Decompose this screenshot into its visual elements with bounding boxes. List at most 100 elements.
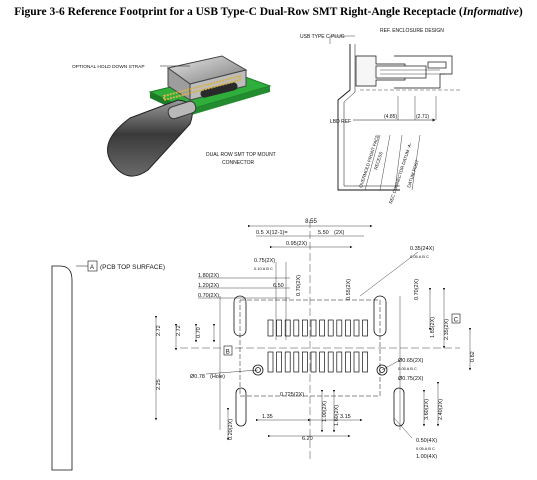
signal-pad [310,319,317,337]
dim-625: 2.25 [156,379,162,390]
dim-185: 1.85(2X) [430,317,436,338]
datum-c-box [451,313,461,324]
signal-pad [345,319,351,337]
dim-645: Ø0.65(2X) [398,358,424,364]
signal-pad [327,351,334,373]
dimension-lines [154,224,472,441]
fcf-035: 0.05 A B C [410,254,429,259]
dim-100r: 1.00(4X) [416,454,437,460]
signal-pad [353,319,360,337]
enclosure-label: REF. ENCLOSURE DESIGN [380,28,444,34]
dim-240: 2.40(2X) [438,399,444,420]
slot-right-upper [373,295,387,337]
dim-075d: Ø0.75(2X) [398,376,424,382]
dim-550-suffix: (2X) [334,230,345,236]
signal-pad [362,351,368,373]
signal-pad [302,351,308,373]
dim-315: 3.15 [340,414,351,420]
dim-235: 2.35(2X) [444,319,450,340]
fcf-645: 0.05 A B C [398,366,417,371]
dim-035: 0.35(24X) [410,246,434,252]
signal-pad [302,319,308,337]
signal-pad [336,319,343,337]
dim-050r: 0.50(4X) [416,438,437,444]
signal-pad [310,351,317,373]
figure-title-italic: Informative [462,6,519,18]
dim-360: 3.60(2X) [424,399,430,420]
dim-272: 2.72 [156,325,162,336]
dim-095: 0.95(2X) [286,241,307,247]
signal-pad [284,319,291,337]
hole-right [376,364,388,376]
dim-725: 0.725(2X) [280,392,304,398]
signal-pad [353,351,360,373]
dim-050: 0.5 [256,230,264,236]
dim-075: 0.75(2X) [254,258,275,264]
signal-pad [327,319,334,337]
signal-pad [276,319,282,337]
dim-070r: 0.70(2X) [414,279,420,300]
plug-label: USB TYPE C PLUG [300,34,345,40]
signal-pad [267,319,274,337]
dim-070l: 0.70 [196,327,202,338]
figure-title: Figure 3-6 Reference Footprint for a USB… [0,6,537,18]
fcf-075: 0.10 A B C [254,266,273,271]
slot-right-lower [393,387,405,427]
dim-078: Ø0.78 [190,374,205,380]
dim-272b: 2.72 [176,325,182,336]
datum-b: B [226,350,230,356]
figure-title-prefix: Figure 3-6 Reference Footprint for a USB… [14,6,463,18]
dim-020: 0.20(2X) [228,419,234,440]
pad-row-bottom [267,351,368,373]
datum-b-box [223,345,233,356]
dim-485: (4.85) [384,114,397,120]
dim-050-mult: X(12-1)= [266,230,288,236]
dim-078-suffix: (Hole) [210,374,225,380]
signal-pad [293,319,300,337]
dim-120: 1.20(2X) [198,283,219,289]
dim-055: 0.55(2X) [346,279,352,300]
dim-180: 1.80(2X) [198,273,219,279]
pad-row-top [267,319,368,337]
signal-pad [293,351,300,373]
figure-title-suffix: ) [518,6,523,18]
signal-pad [319,351,325,373]
dim-135: 1.35 [262,414,273,420]
slot-left-lower [235,387,247,427]
datum-c: C [454,318,459,324]
pcb-top-surface: (PCB TOP SURFACE) [100,264,165,271]
dim-100: 1.00(2X) [322,401,328,422]
signal-pad [276,351,282,373]
lbd-ref: LBD REF [330,119,351,125]
strap-label: OPTIONAL HOLD DOWN STRAP [72,64,145,70]
connector-label-1: DUAL ROW SMT TOP MOUNT [206,152,276,158]
dim-855: 8.55 [305,219,317,225]
dim-160: 1.60(2X) [334,405,340,426]
connector-photo: OPTIONAL HOLD DOWN STRAP DUAL ROW SMT TO… [72,55,276,177]
signal-pad [336,351,343,373]
dim-271: (2.71) [416,114,429,120]
dim-550: 5.50 [318,230,329,236]
signal-pad [319,319,325,337]
rot-label-datum-post: DATUM POST [406,159,420,189]
dim-620: 6.20 [302,436,313,442]
fcf-050r: 0.05 A B C [416,446,435,451]
signal-pad [362,319,368,337]
dim-062: 0.62 [470,351,476,362]
rot-label-datum-a: REC CONNECTOR DATUM -A- [388,142,413,205]
rot-label-recess: RECESS [373,151,383,170]
connector-label-2: CONNECTOR [222,160,255,166]
dim-070: 0.70(2X) [198,293,219,299]
signal-pad [267,351,274,373]
signal-pad [284,351,291,373]
side-view [329,35,460,191]
dim-070v: 0.70(2X) [296,275,302,296]
pcb-profile [51,260,98,471]
hole-left [252,364,264,376]
datum-a-box: A [90,265,94,271]
dim-650: 6.50 [273,283,284,289]
slot-left-upper [233,295,247,337]
hold-down-slots [233,295,405,427]
signal-pad [345,351,351,373]
